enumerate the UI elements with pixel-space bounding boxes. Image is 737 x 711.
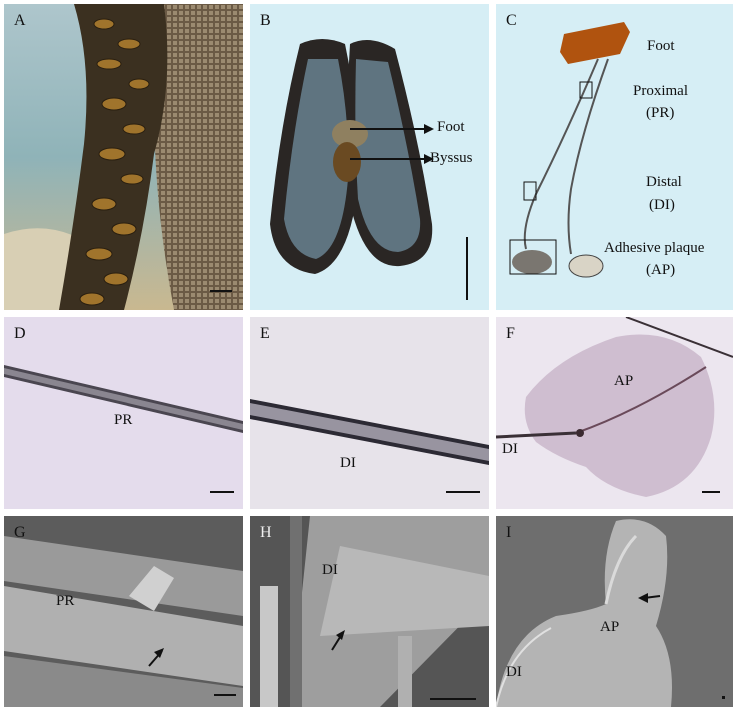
label-di-i: DI <box>506 664 522 680</box>
panel-g: G PR <box>4 516 243 707</box>
panel-h: H DI <box>250 516 489 707</box>
micrograph-di <box>250 399 489 493</box>
label-di-h: DI <box>322 562 338 578</box>
label-foot-c: Foot <box>647 38 675 54</box>
panel-c: C Foot Proximal (PR) Distal (DI) Adhesiv… <box>496 4 733 310</box>
label-ap-f: AP <box>614 373 634 389</box>
label-pr-d: PR <box>114 412 133 428</box>
label-distal: Distal <box>646 174 682 190</box>
panel-i: I AP DI <box>496 516 733 707</box>
panel-d: D PR <box>4 317 243 509</box>
foot-shape <box>560 22 630 64</box>
panel-label-c: C <box>506 12 517 29</box>
mussel-illustration <box>270 39 468 300</box>
panel-label-a: A <box>14 12 26 29</box>
panel-label-d: D <box>14 325 26 342</box>
label-proximal: Proximal <box>633 83 688 99</box>
panel-f: F AP DI <box>496 317 733 509</box>
panel-label-g: G <box>14 524 26 541</box>
panel-e: E DI <box>250 317 489 509</box>
panel-label-e: E <box>260 325 270 342</box>
byssus-diagram <box>509 22 630 278</box>
micrograph-pr <box>4 365 243 493</box>
sem-ap <box>496 519 725 707</box>
label-byssus-b: Byssus <box>430 150 473 166</box>
panel-label-b: B <box>260 12 271 29</box>
panel-b: B Foot Byssus <box>250 4 489 310</box>
label-adhesive-plaque: Adhesive plaque <box>604 240 705 256</box>
sem-pr <box>4 536 243 707</box>
label-proximal-abbr: (PR) <box>646 105 675 121</box>
sem-di <box>260 516 489 707</box>
label-adhesive-abbr: (AP) <box>646 262 676 278</box>
panel-label-i: I <box>506 524 512 541</box>
label-distal-abbr: (DI) <box>649 197 675 213</box>
panel-a-photo <box>4 4 243 310</box>
label-di-e: DI <box>340 455 356 471</box>
panel-label-f: F <box>506 325 515 342</box>
label-pr-g: PR <box>56 593 75 609</box>
label-ap-i: AP <box>600 619 620 635</box>
label-foot-b: Foot <box>437 119 465 135</box>
label-di-f: DI <box>502 441 518 457</box>
panel-label-h: H <box>260 524 272 541</box>
panel-a: A <box>4 4 243 310</box>
micrograph-ap <box>496 317 733 497</box>
